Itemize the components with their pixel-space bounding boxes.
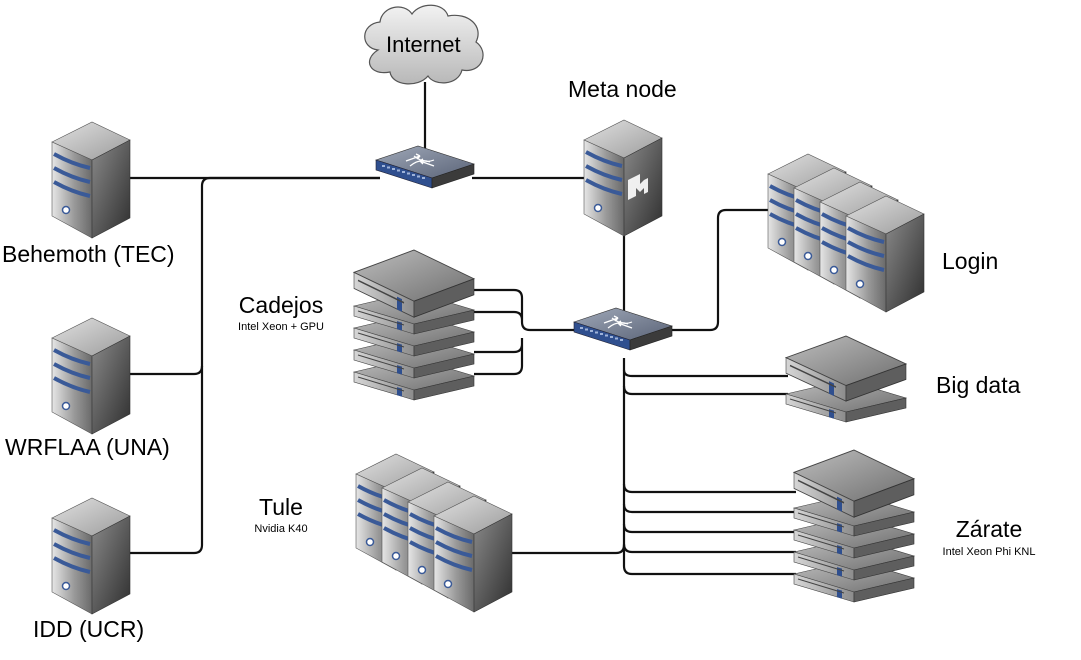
tule-cluster-icon [354,452,514,614]
connection-lines [130,82,796,576]
link-cadejos-bundle [474,288,576,376]
link-zarate [622,483,796,554]
login-cluster-icon [766,152,926,314]
meta-node-server-icon [582,118,664,238]
internet-cloud-icon [364,4,484,85]
bigdata-rack-icon [785,335,907,423]
zarate-sublabel: Intel Xeon Phi KNL [942,546,1036,558]
meta-node-label: Meta node [568,76,677,102]
cluster-switch-icon [573,307,673,351]
behemoth-label: Behemoth (TEC) [2,241,175,267]
bigdata-label: Big data [936,372,1021,398]
tule-sublabel: Nvidia K40 [254,523,308,535]
link-switch2-login [672,208,770,332]
wrflaa-label: WRFLAA (UNA) [5,434,170,460]
idd-label: IDD (UCR) [33,616,145,642]
zarate-rack-icon [793,449,915,603]
link-tule [510,544,626,555]
internet-label: Internet [386,32,461,57]
link-switch2-trunk [622,358,796,576]
link-wrflaa [130,365,204,376]
zarate-label: Zárate [955,516,1023,542]
behemoth-server-icon [50,120,132,240]
wrflaa-server-icon [50,316,132,436]
link-backbone-left [130,176,380,555]
cadejos-sublabel: Intel Xeon + GPU [238,321,324,333]
cadejos-rack-icon [353,249,475,401]
core-switch-icon [375,145,475,189]
tule-label: Tule [259,494,303,520]
link-bigdata [622,369,788,396]
idd-server-icon [50,496,132,616]
cadejos-label: Cadejos [238,292,324,318]
login-label: Login [942,248,999,274]
